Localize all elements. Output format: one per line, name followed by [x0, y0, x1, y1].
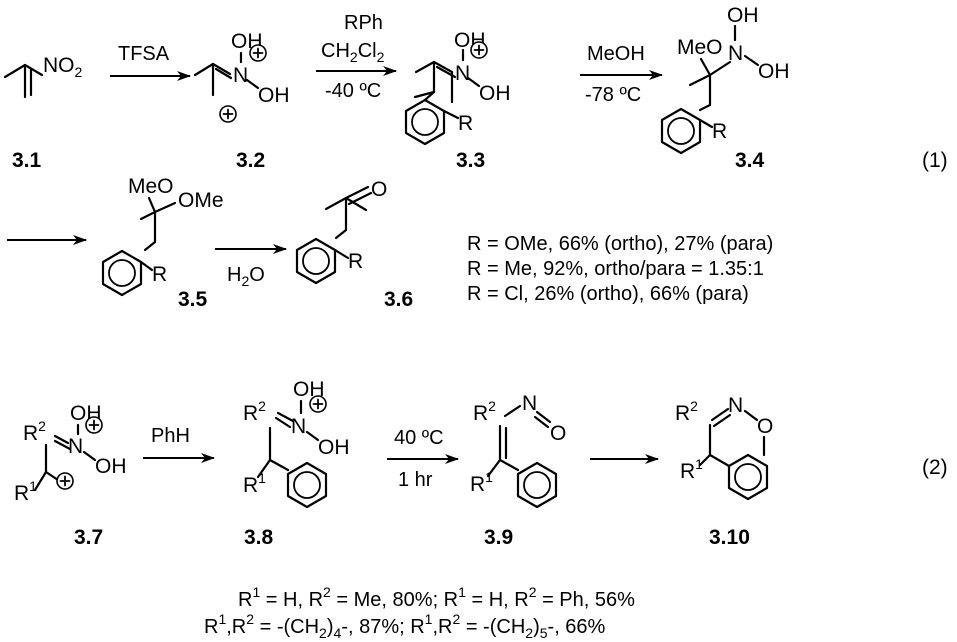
atom-n: N — [291, 415, 306, 438]
atom-o: O — [550, 422, 566, 445]
compound-3-4: MeO OH N OH R 3.4 — [660, 4, 790, 172]
atom-r: R — [458, 112, 473, 135]
compound-3-1: NO2 3.1 — [3, 54, 83, 172]
arrow-heat: 40 ºC 1 hr — [387, 427, 459, 491]
yield-line-ome: R = OMe, 66% (ortho), 27% (para) — [467, 233, 773, 255]
reagent-ch2cl2: CH2Cl2 — [321, 40, 385, 65]
atom-n: N — [68, 435, 83, 458]
atom-n: N — [455, 62, 470, 85]
compound-3-3: OH N OH R 3.3 — [404, 29, 511, 172]
atom-r2: R2 — [473, 398, 496, 425]
label-3-9: 3.9 — [484, 526, 513, 549]
label-3-10: 3.10 — [709, 526, 750, 549]
atom-meo: MeO — [677, 36, 723, 59]
reagent-temp-1: -40 ºC — [325, 80, 381, 102]
yields-equation-2: R1 = H, R2 = Me, 80%; R1 = H, R2 = Ph, 5… — [204, 584, 635, 641]
label-3-5: 3.5 — [178, 288, 208, 311]
atom-r2: R2 — [675, 398, 698, 425]
label-3-3: 3.3 — [456, 149, 485, 172]
equation-number-1: (1) — [922, 149, 948, 172]
label-3-8: 3.8 — [244, 526, 274, 549]
reagent-temp-2: -78 ºC — [585, 84, 641, 106]
arrow-h2o: H2O — [215, 244, 287, 289]
compound-3-8: R2 N OH OH R1 3.8 — [243, 378, 350, 549]
atom-n: N — [728, 394, 743, 417]
compound-3-5: MeO OMe R 3.5 — [101, 175, 224, 311]
atom-oh: OH — [318, 436, 350, 459]
atom-r1: R1 — [470, 469, 493, 496]
atom-r: R — [152, 263, 167, 286]
reagent-tfsa: TFSA — [118, 43, 170, 65]
atom-n: N — [728, 42, 743, 65]
compound-3-7: R2 N OH OH R1 3.7 — [14, 402, 127, 549]
atom-r1: R1 — [680, 456, 703, 483]
reagent-time-3: 1 hr — [398, 469, 433, 491]
compound-3-2: OH N OH 3.2 — [193, 30, 290, 172]
yield-line-cl: R = Cl, 26% (ortho), 66% (para) — [467, 283, 749, 305]
atom-o: O — [371, 178, 387, 201]
atom-oh: OH — [95, 455, 127, 478]
label-3-7: 3.7 — [74, 526, 103, 549]
nitro-group: NO2 — [43, 54, 83, 80]
compound-3-6: O R 3.6 — [295, 178, 413, 311]
compound-3-10: R2 N O R1 3.10 — [675, 394, 773, 549]
arrow-rph: RPh CH2Cl2 -40 ºC — [316, 12, 397, 102]
equation-number-2: (2) — [922, 456, 948, 479]
atom-oh: OH — [258, 84, 290, 107]
atom-r: R — [712, 120, 727, 143]
atom-ome: OMe — [178, 189, 224, 212]
yields-equation-1: R = OMe, 66% (ortho), 27% (para) R = Me,… — [467, 233, 773, 305]
yield-line-me: R = Me, 92%, ortho/para = 1.35:1 — [467, 258, 764, 280]
atom-r: R — [348, 250, 363, 273]
label-3-6: 3.6 — [384, 288, 413, 311]
reagent-meoh: MeOH — [587, 43, 645, 65]
reagent-h2o: H2O — [227, 264, 265, 289]
reagent-rph: RPh — [344, 12, 383, 34]
arrow-tfsa: TFSA — [110, 43, 191, 81]
atom-n: N — [233, 64, 248, 87]
arrow-phh: PhH — [143, 425, 215, 463]
atom-r1: R1 — [243, 470, 266, 497]
atom-oh: OH — [727, 4, 759, 27]
arrow-meoh: MeOH -78 ºC — [580, 43, 663, 106]
reagent-temp-3: 40 ºC — [394, 427, 444, 449]
label-3-1: 3.1 — [12, 149, 42, 172]
atom-n: N — [522, 392, 537, 415]
reagent-phh: PhH — [151, 425, 190, 447]
atom-meo: MeO — [128, 175, 174, 198]
atom-r1: R1 — [14, 478, 37, 505]
atom-r2: R2 — [23, 418, 46, 445]
compound-3-9: R2 N O R1 3.9 — [470, 392, 566, 549]
atom-oh: OH — [293, 378, 325, 401]
atom-oh: OH — [758, 60, 790, 83]
atom-oh: OH — [479, 82, 511, 105]
atom-r2: R2 — [243, 398, 266, 425]
yield-line-2b: R1,R2 = -(CH2)4-, 87%; R1,R2 = -(CH2)5-,… — [204, 611, 606, 641]
yield-line-2a: R1 = H, R2 = Me, 80%; R1 = H, R2 = Ph, 5… — [238, 584, 635, 611]
atom-o: O — [757, 415, 773, 438]
label-3-4: 3.4 — [735, 149, 765, 172]
label-3-2: 3.2 — [236, 149, 265, 172]
